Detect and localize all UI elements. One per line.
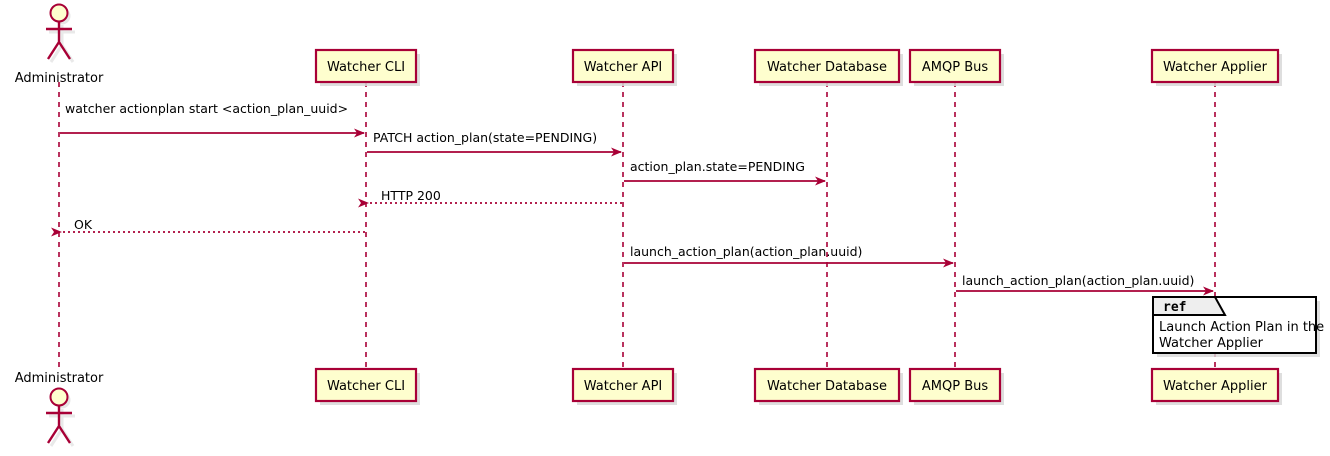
actor-label-administrator-bottom: Administrator: [15, 371, 104, 386]
participant-box-rect: [571, 48, 675, 84]
participant-box-amqp-bus-bottom[interactable]: AMQP Bus: [908, 367, 1004, 405]
participant-box-rect: [908, 367, 1002, 403]
participant-label-watcher-applier-bottom: Watcher Applier: [1163, 379, 1268, 394]
message-m1: watcher actionplan start <action_plan_uu…: [60, 101, 365, 138]
message-label-m1: watcher actionplan start <action_plan_uu…: [65, 101, 348, 116]
participant-box-rect: [1150, 367, 1280, 403]
participant-box-watcher-api-bottom[interactable]: Watcher API: [571, 367, 677, 405]
actor-body-bottom: [46, 406, 72, 444]
participant-label-amqp-bus-bottom: AMQP Bus: [922, 379, 988, 394]
participant-label-watcher-applier-top: Watcher Applier: [1163, 60, 1268, 75]
participant-box-rect: [1150, 48, 1280, 84]
message-m4: HTTP 200: [358, 188, 622, 208]
participant-label-watcher-cli-top: Watcher CLI: [327, 60, 405, 75]
actor-body-shadow: [49, 409, 75, 447]
actor-figure-administrator-bottom: [46, 387, 75, 447]
ref-tab-label: ref: [1163, 300, 1186, 315]
participant-box-watcher-applier-bottom[interactable]: Watcher Applier: [1150, 367, 1282, 405]
participant-box-watcher-cli-top[interactable]: Watcher CLI: [314, 48, 420, 86]
message-m5: OK: [51, 217, 365, 237]
participant-label-watcher-database-bottom: Watcher Database: [767, 379, 887, 394]
actor-body-shadow: [49, 25, 75, 63]
participant-label-watcher-api-top: Watcher API: [584, 60, 663, 75]
participant-box-rect: [314, 367, 418, 403]
message-label-m6: launch_action_plan(action_plan.uuid): [630, 244, 862, 259]
message-m6: launch_action_plan(action_plan.uuid): [624, 244, 954, 268]
participant-label-amqp-bus-top: AMQP Bus: [922, 60, 988, 75]
participant-box-watcher-database-bottom[interactable]: Watcher Database: [753, 367, 903, 405]
lifelines-group: [58, 82, 1216, 369]
participant-label-watcher-cli-bottom: Watcher CLI: [327, 379, 405, 394]
message-m2: PATCH action_plan(state=PENDING): [367, 130, 622, 157]
participant-box-watcher-cli-bottom[interactable]: Watcher CLI: [314, 367, 420, 405]
participant-box-rect: [908, 48, 1002, 84]
actor-figure-administrator-top: [46, 3, 75, 63]
actor-top-administrator[interactable]: Administrator: [15, 3, 104, 87]
actor-body-top: [46, 22, 72, 60]
participants-top-group: Administrator Watcher CLI Watcher API Watch…: [15, 3, 1282, 87]
message-m3: action_plan.state=PENDING: [624, 159, 826, 186]
message-m7: launch_action_plan(action_plan.uuid): [956, 273, 1214, 296]
actor-bottom-administrator[interactable]: Administrator: [15, 371, 104, 447]
actor-label-administrator-top: Administrator: [15, 71, 104, 86]
ref-body-line-0: Launch Action Plan in the: [1159, 320, 1324, 335]
participant-label-watcher-api-bottom: Watcher API: [584, 379, 663, 394]
participant-box-rect: [753, 367, 901, 403]
participant-box-watcher-api-top[interactable]: Watcher API: [571, 48, 677, 86]
message-label-m4: HTTP 200: [381, 188, 441, 203]
ref-body-line-1: Watcher Applier: [1159, 336, 1264, 351]
participant-box-rect: [753, 48, 901, 84]
participant-box-watcher-applier-top[interactable]: Watcher Applier: [1150, 48, 1282, 86]
participant-box-watcher-database-top[interactable]: Watcher Database: [753, 48, 903, 86]
participant-box-amqp-bus-top[interactable]: AMQP Bus: [908, 48, 1004, 86]
actor-head-bottom: [49, 387, 69, 407]
messages-group: watcher actionplan start <action_plan_uu…: [51, 101, 1214, 296]
message-label-m3: action_plan.state=PENDING: [630, 159, 805, 174]
message-label-m5: OK: [74, 217, 93, 232]
participant-box-rect: [314, 48, 418, 84]
actor-head-top: [49, 3, 69, 23]
participant-label-watcher-database-top: Watcher Database: [767, 60, 887, 75]
participant-box-rect: [571, 367, 675, 403]
message-label-m7: launch_action_plan(action_plan.uuid): [962, 273, 1194, 288]
ref-tab: [1152, 296, 1227, 316]
message-label-m2: PATCH action_plan(state=PENDING): [373, 130, 597, 145]
